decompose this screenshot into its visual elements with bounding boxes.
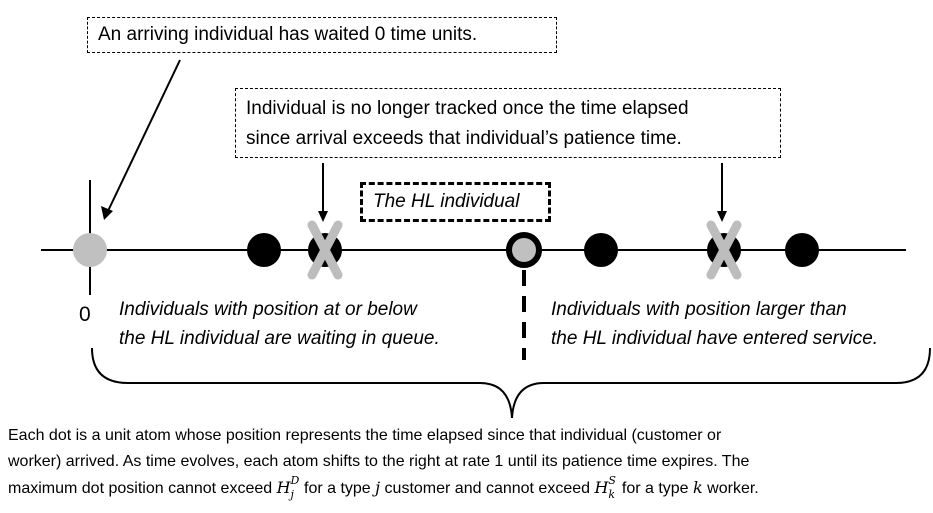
service-note-line2: the HL individual have entered service. xyxy=(551,328,879,349)
arrival-callout: An arriving individual has waited 0 time… xyxy=(87,17,557,53)
caption-line2: worker) arrived. As time evolves, each a… xyxy=(8,453,750,470)
arrival-callout-text: An arriving individual has waited 0 time… xyxy=(98,24,478,45)
arriving-dot xyxy=(73,233,107,267)
patience-callout-line2: since arrival exceeds that individual’s … xyxy=(246,128,682,149)
service-dot xyxy=(584,233,618,267)
k-symbol: k xyxy=(693,478,703,497)
service-note: Individuals with position larger than th… xyxy=(551,295,878,353)
patience-callout: Individual is no longer tracked once the… xyxy=(235,88,781,158)
caption-line3-a: maximum dot position cannot exceed xyxy=(8,480,277,497)
waiting-dot xyxy=(247,233,281,267)
hl-callout-text: The HL individual xyxy=(373,191,520,212)
expired-dot-left xyxy=(307,220,343,280)
service-dot-end xyxy=(785,233,819,267)
expired-arrow-right xyxy=(717,163,727,222)
arrival-arrow xyxy=(101,59,181,220)
caption-line3-b: for a type xyxy=(299,480,376,497)
expired-arrow-left xyxy=(318,163,328,222)
hl-dot xyxy=(506,232,542,268)
caption: Each dot is a unit atom whose position r… xyxy=(8,423,928,502)
brace xyxy=(91,347,931,419)
expired-dot-right xyxy=(706,220,742,280)
queue-note-line2: the HL individual are waiting in queue. xyxy=(119,328,440,349)
service-note-line1: Individuals with position larger than xyxy=(551,299,847,320)
caption-line1: Each dot is a unit atom whose position r… xyxy=(8,427,722,444)
queue-note: Individuals with position at or below th… xyxy=(119,295,440,353)
caption-line3-d: for a type xyxy=(617,480,694,497)
hl-callout: The HL individual xyxy=(360,182,551,222)
caption-line3-e: worker. xyxy=(702,480,759,497)
patience-callout-line1: Individual is no longer tracked once the… xyxy=(246,98,689,119)
j-symbol: j xyxy=(375,478,381,497)
origin-label: 0 xyxy=(79,303,91,326)
queue-note-line1: Individuals with position at or below xyxy=(119,299,417,320)
caption-line3-c: customer and cannot exceed xyxy=(380,480,595,497)
